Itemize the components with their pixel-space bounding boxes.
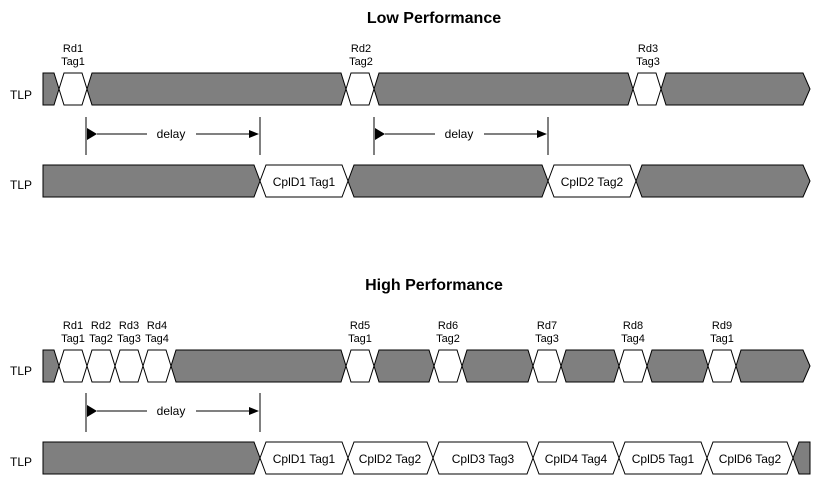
low-delay-label: delay [157, 127, 186, 141]
high-performance-section: High Performance TLP Rd1 Tag1 Rd2 Tag2 [10, 277, 811, 475]
high-request-headers: Rd1 Tag1 Rd2 Tag2 Rd3 Tag3 Rd4 Tag4 Rd5 … [61, 320, 734, 345]
low-delay-marker: delay [85, 117, 261, 155]
low-completion-idle-segment [42, 164, 261, 198]
low-delay-marker: delay [373, 117, 549, 155]
high-request-lane [42, 349, 811, 383]
high-request-header-rd: Rd4 [147, 320, 167, 332]
high-request-header-tag: Tag2 [89, 333, 113, 345]
high-request-packet [114, 349, 144, 383]
high-request-header-tag: Tag2 [436, 333, 460, 345]
low-performance-section: Low Performance TLP Rd1 Tag1 Rd2 Tag2 Rd… [10, 10, 811, 198]
high-request-header-tag: Tag4 [145, 333, 169, 345]
high-request-header-tag: Tag1 [348, 333, 372, 345]
high-request-header-rd: Rd6 [438, 320, 458, 332]
low-request-idle-segment [42, 72, 60, 106]
high-request-idle-segment [373, 349, 435, 383]
high-request-header-tag: Tag3 [535, 333, 559, 345]
high-request-idle-segment [560, 349, 620, 383]
high-request-header-tag: Tag1 [710, 333, 734, 345]
low-request-header-rd: Rd1 [63, 43, 83, 55]
high-completion-lane-label: TLP [10, 455, 32, 469]
low-completion-idle-segment [347, 164, 549, 198]
low-request-header-tag: Tag2 [349, 56, 373, 68]
high-request-packet [707, 349, 737, 383]
low-completion-label: CplD1 Tag1 [273, 175, 336, 189]
delay-end-arrow-icon [249, 130, 259, 138]
high-request-header-tag: Tag3 [117, 333, 141, 345]
high-request-header-tag: Tag1 [61, 333, 85, 345]
low-request-headers: Rd1 Tag1 Rd2 Tag2 Rd3 Tag3 [61, 43, 660, 68]
low-request-idle-segment [86, 72, 347, 106]
high-completion-idle-segment [42, 441, 261, 475]
delay-start-arrow-icon [375, 128, 385, 140]
high-request-header-rd: Rd3 [119, 320, 139, 332]
low-request-packet [58, 72, 88, 106]
low-completion-idle-segment [635, 164, 811, 198]
low-performance-title: Low Performance [367, 10, 501, 27]
high-request-lane-label: TLP [10, 364, 32, 378]
high-completion-label: CplD3 Tag3 [452, 452, 515, 466]
low-request-idle-segment [660, 72, 811, 106]
high-completion-label: CplD5 Tag1 [632, 452, 695, 466]
low-completion-lane-label: TLP [10, 178, 32, 192]
low-request-lane-label: TLP [10, 88, 32, 102]
low-request-idle-segment [373, 72, 634, 106]
high-request-header-tag: Tag4 [621, 333, 645, 345]
high-request-header-rd: Rd1 [63, 320, 83, 332]
high-request-idle-segment [646, 349, 709, 383]
low-request-packet [345, 72, 375, 106]
high-request-idle-segment [461, 349, 534, 383]
low-request-header-tag: Tag1 [61, 56, 85, 68]
high-request-idle-segment [735, 349, 811, 383]
high-delay-marker: delay [85, 393, 261, 432]
delay-start-arrow-icon [87, 128, 97, 140]
high-performance-title: High Performance [365, 277, 503, 294]
high-request-packet [142, 349, 172, 383]
delay-end-arrow-icon [537, 130, 547, 138]
high-completion-idle-segment [792, 441, 811, 475]
high-request-header-rd: Rd5 [350, 320, 370, 332]
high-completion-lane: CplD1 Tag1 CplD2 Tag2 CplD3 Tag3 CplD4 T… [42, 441, 811, 475]
low-request-header-tag: Tag3 [636, 56, 660, 68]
high-request-packet [58, 349, 88, 383]
low-request-lane [42, 72, 811, 106]
high-completion-label: CplD1 Tag1 [273, 452, 336, 466]
low-request-packet [632, 72, 662, 106]
high-request-header-rd: Rd8 [623, 320, 643, 332]
high-request-packet [86, 349, 116, 383]
high-completion-label: CplD2 Tag2 [359, 452, 422, 466]
high-request-header-rd: Rd2 [91, 320, 111, 332]
high-request-packet [618, 349, 648, 383]
low-request-header-rd: Rd3 [638, 43, 658, 55]
high-request-idle-segment [42, 349, 60, 383]
delay-start-arrow-icon [87, 405, 97, 417]
delay-end-arrow-icon [249, 407, 259, 415]
high-completion-label: CplD6 Tag2 [719, 452, 782, 466]
high-request-header-rd: Rd7 [537, 320, 557, 332]
high-request-idle-segment [170, 349, 347, 383]
low-completion-label: CplD2 Tag2 [561, 175, 624, 189]
low-delay-label: delay [445, 127, 474, 141]
high-completion-label: CplD4 Tag4 [545, 452, 608, 466]
high-request-packet [433, 349, 463, 383]
high-request-packet [345, 349, 375, 383]
low-completion-lane: CplD1 Tag1 CplD2 Tag2 [42, 164, 811, 198]
high-request-header-rd: Rd9 [712, 320, 732, 332]
high-delay-label: delay [157, 404, 186, 418]
high-request-packet [532, 349, 562, 383]
low-request-header-rd: Rd2 [351, 43, 371, 55]
